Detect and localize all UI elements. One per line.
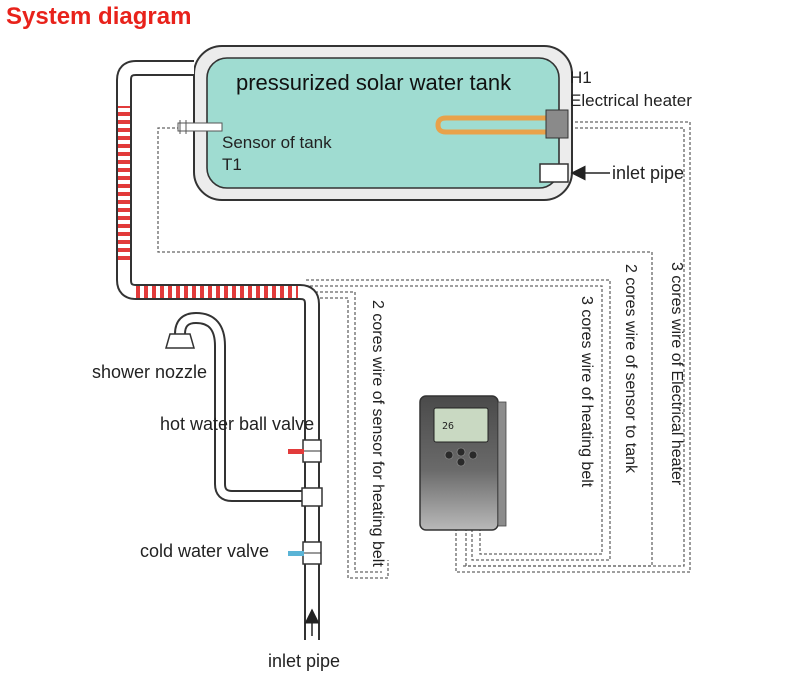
tank-sensor-icon [177, 120, 223, 134]
outlet-pipe [116, 60, 320, 640]
heating-belt-horizontal [134, 286, 298, 298]
electrical-heater-icon [435, 109, 569, 139]
controller-button-3[interactable] [468, 450, 478, 460]
wire-label-heating-belt-sensor: 2 cores wire of sensor for heating belt [369, 300, 386, 567]
heater-label: Electrical heater [570, 91, 692, 110]
wire-electrical-heater-b [462, 127, 685, 567]
wire-electrical-heater [455, 121, 691, 573]
heater-id: H1 [570, 68, 592, 87]
wire-label-electrical-heater: 3 cores wire of Electrical heater [668, 262, 685, 486]
controller-button-1[interactable] [444, 450, 454, 460]
wire-heating-belt-sensor [300, 291, 382, 573]
tank-label: pressurized solar water tank [236, 70, 512, 95]
shower-head-icon [165, 333, 195, 349]
tee-fitting-icon [301, 487, 323, 507]
diagram-title: System diagram [6, 3, 191, 30]
solar-water-tank: pressurized solar water tank Sensor of t… [177, 45, 573, 201]
wire-heating-belt [300, 285, 603, 555]
wire-heating-belt-sensor-b [300, 297, 389, 579]
cold-water-valve-icon [288, 541, 322, 565]
solar-controller: 26 [419, 395, 507, 531]
heating-belt-vertical [118, 106, 130, 264]
wires [157, 121, 691, 579]
tank-inlet-label: inlet pipe [612, 163, 684, 183]
controller-button-2[interactable] [456, 447, 466, 457]
shower-nozzle-label: shower nozzle [92, 362, 207, 382]
controller-lcd [433, 407, 489, 443]
wire-label-tank-sensor: 2 cores wire of sensor to tank [622, 264, 639, 474]
controller-side [497, 401, 507, 527]
hot-water-ball-valve-icon [288, 439, 322, 463]
shower-branch [165, 311, 312, 502]
wire-heating-belt-b [306, 279, 611, 561]
tank-sensor-id: T1 [222, 155, 242, 174]
controller-lcd-value: 26 [442, 421, 454, 432]
bottom-inlet-label: inlet pipe [268, 651, 340, 671]
controller-button-4[interactable] [456, 457, 466, 467]
wire-label-heating-belt: 3 cores wire of heating belt [578, 296, 595, 488]
tank-sensor-label: Sensor of tank [222, 133, 332, 152]
cold-valve-label: cold water valve [140, 541, 269, 561]
tank-inlet-stub [539, 163, 569, 183]
hot-valve-label: hot water ball valve [160, 414, 314, 434]
